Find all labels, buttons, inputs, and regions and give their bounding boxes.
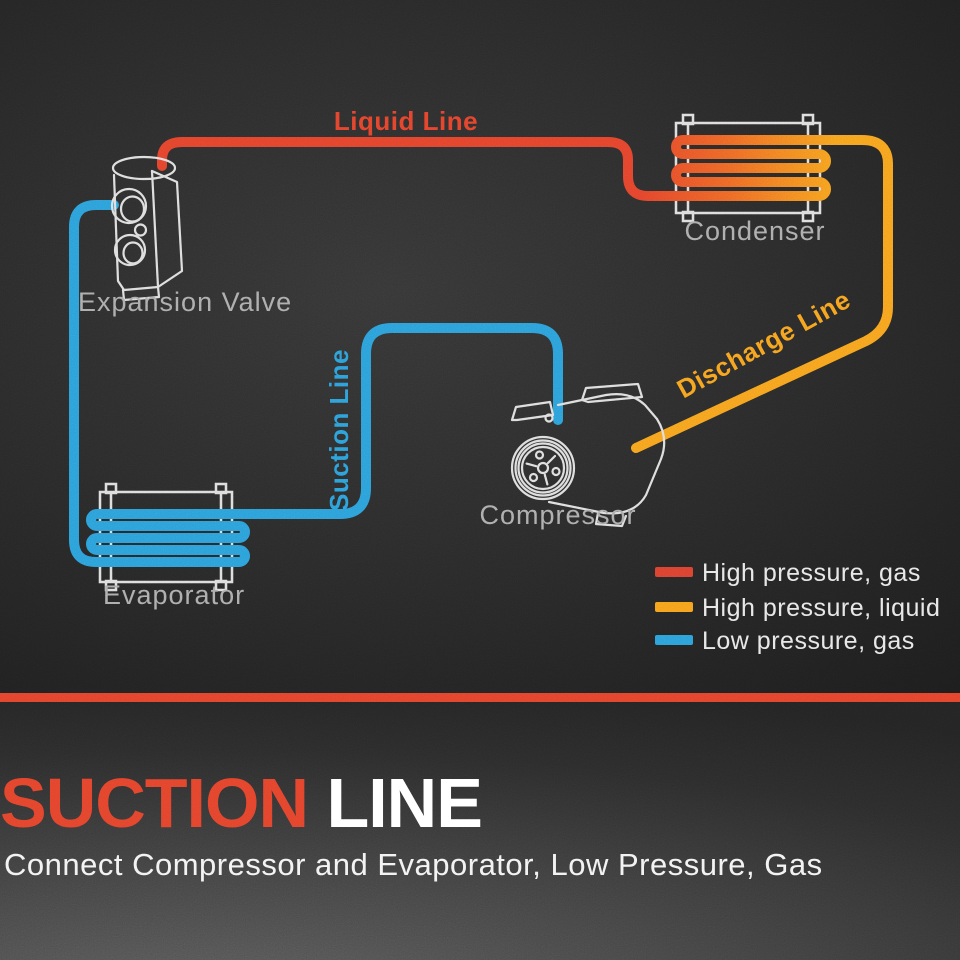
expansion-valve-label: Expansion Valve [78, 287, 292, 317]
title-highlight: SUCTION [0, 764, 309, 842]
legend-label: High pressure, liquid [702, 594, 940, 622]
legend: High pressure, gas High pressure, liquid… [655, 559, 940, 655]
evaporator-label: Evaporator [103, 580, 245, 610]
legend-swatch-high-pressure-liquid [655, 602, 693, 612]
title-rest: LINE [326, 764, 482, 842]
legend-label: High pressure, gas [702, 559, 921, 587]
compressor-label: Compressor [479, 500, 636, 530]
section-divider [0, 693, 960, 702]
suction-line-label: Suction Line [324, 349, 354, 511]
expansion-valve-drawing [110, 155, 184, 302]
legend-item: High pressure, liquid [655, 594, 940, 622]
footer-title: SUCTION LINE [0, 763, 483, 843]
legend-item: High pressure, gas [655, 559, 921, 587]
footer-subtitle: Connect Compressor and Evaporator, Low P… [4, 847, 823, 882]
condenser-label: Condenser [684, 216, 825, 246]
legend-item: Low pressure, gas [655, 627, 915, 655]
liquid-line-label: Liquid Line [334, 106, 478, 136]
legend-label: Low pressure, gas [702, 627, 915, 655]
legend-swatch-low-pressure-gas [655, 635, 693, 645]
legend-swatch-high-pressure-gas [655, 567, 693, 577]
